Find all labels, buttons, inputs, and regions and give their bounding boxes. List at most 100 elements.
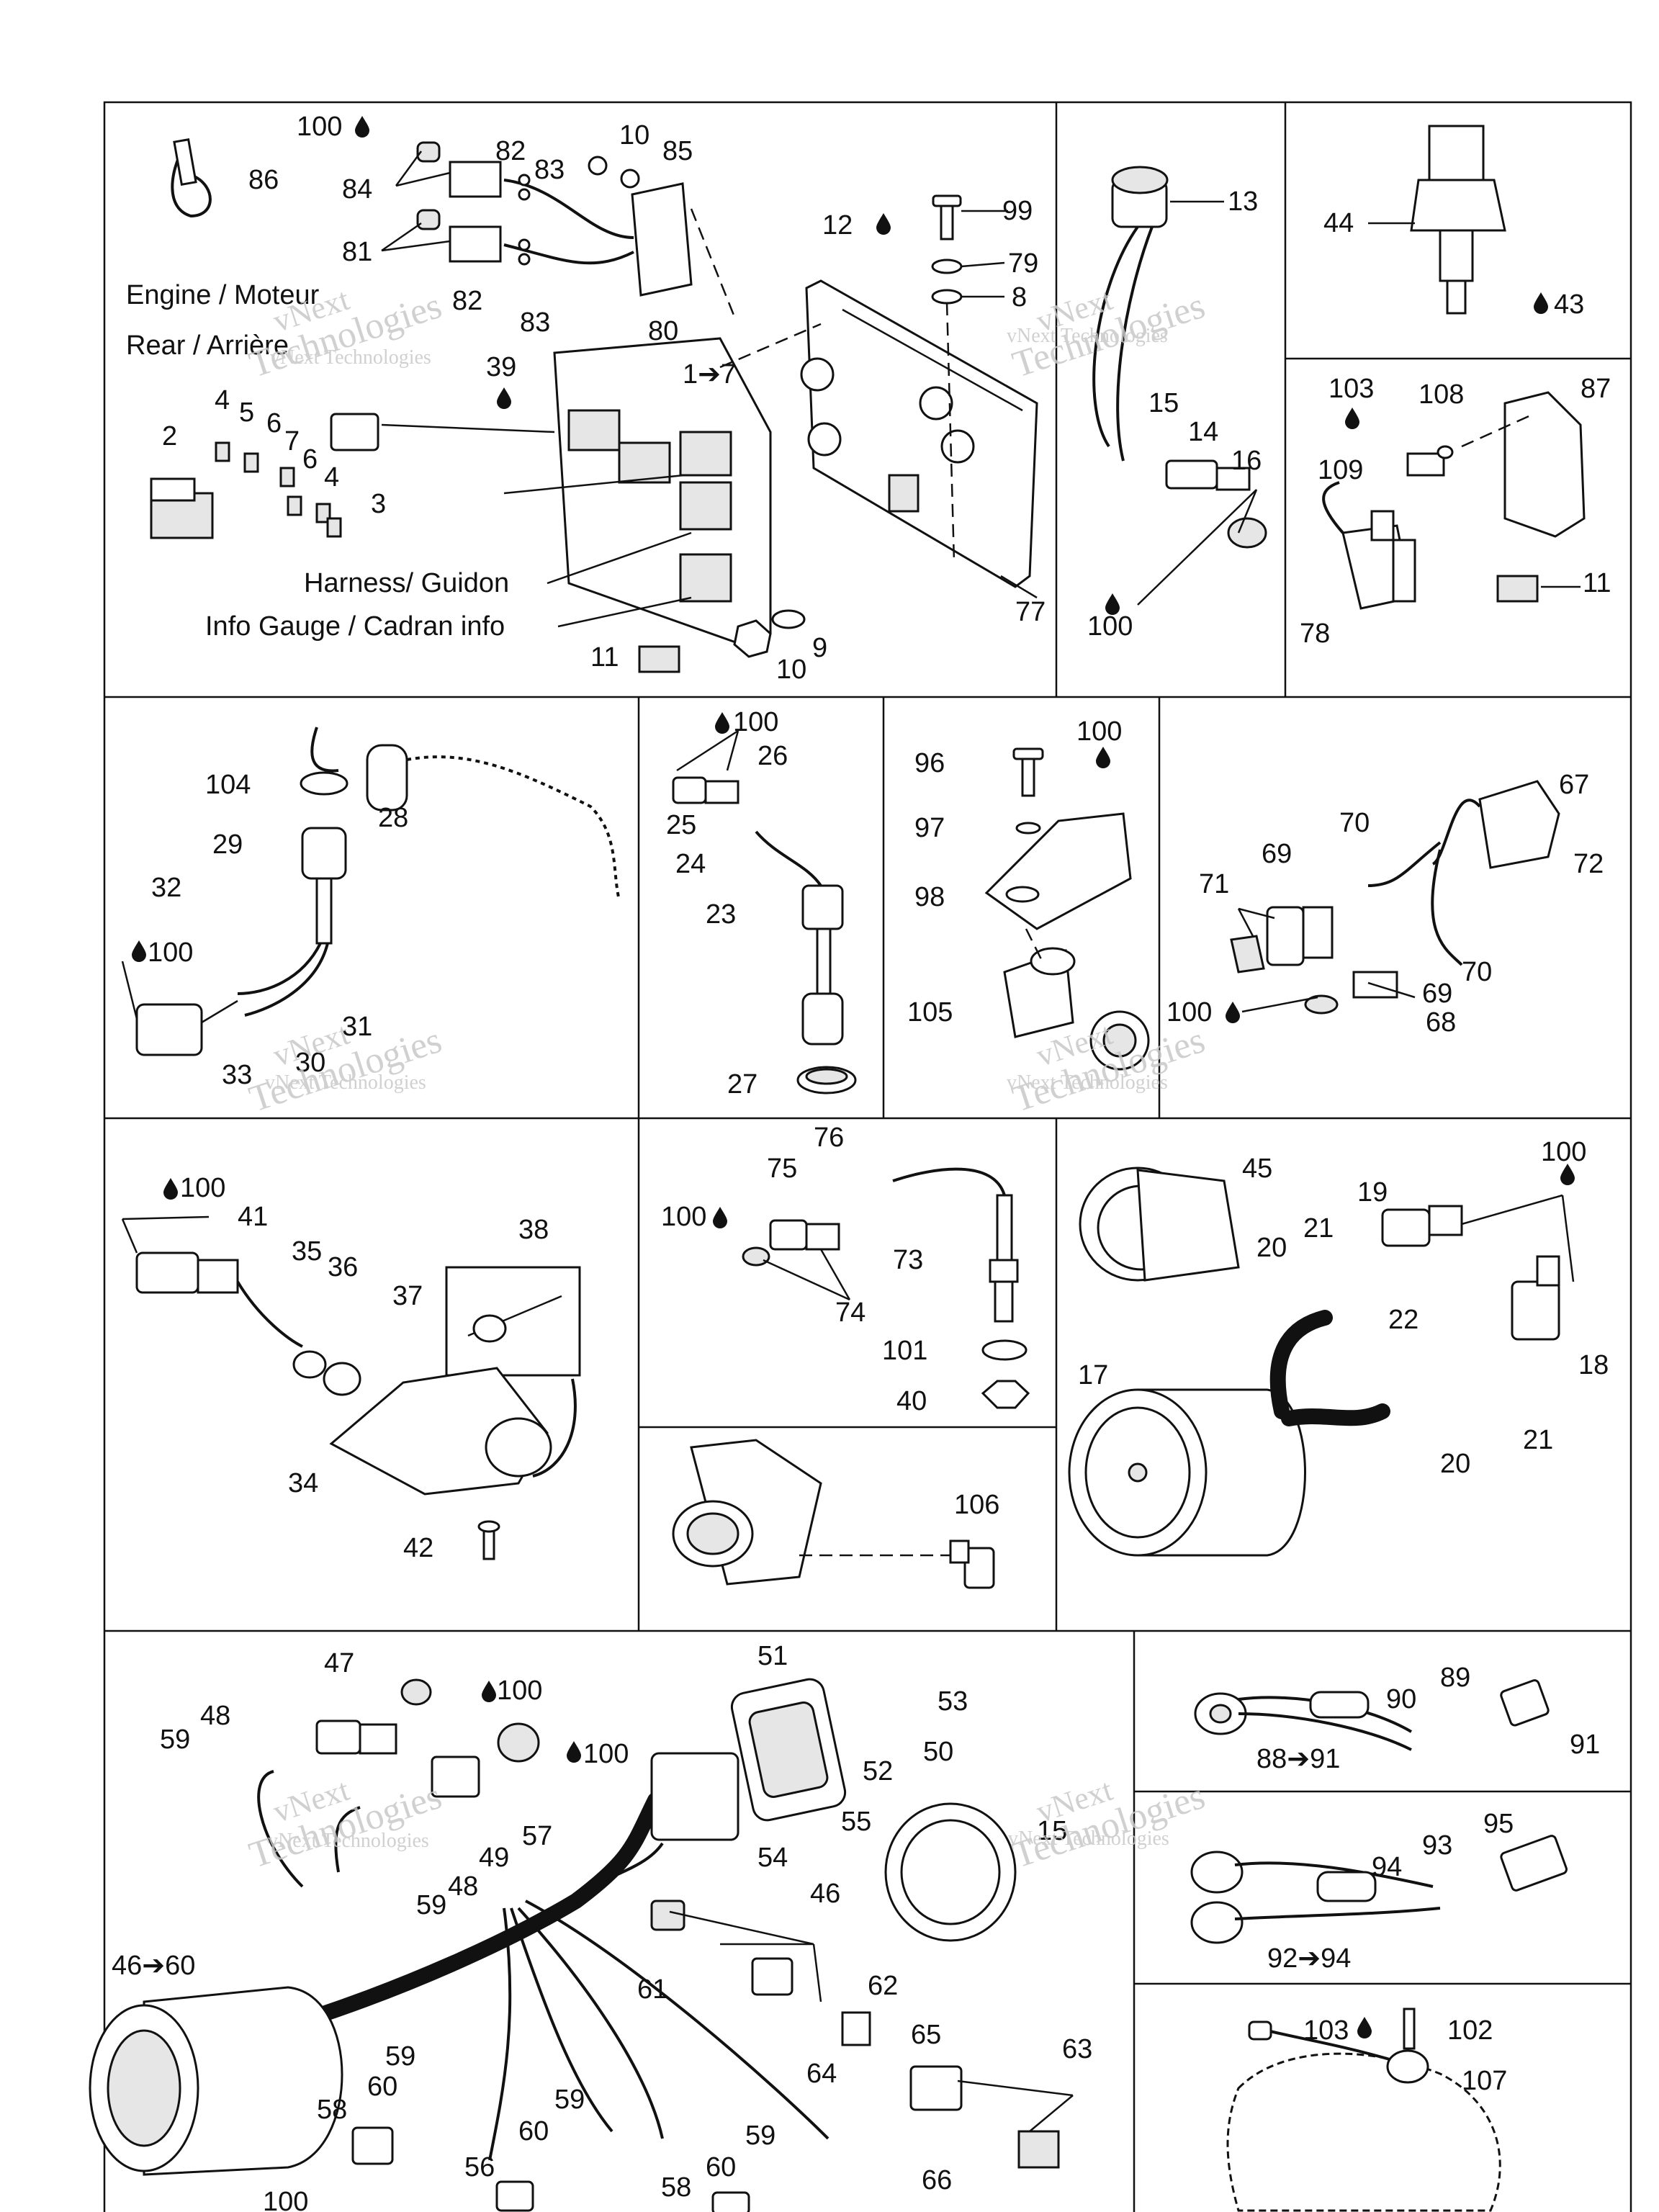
- callout-67: 67: [1559, 770, 1589, 800]
- callout-103: 103: [1303, 2015, 1349, 2046]
- elbow-panel-art: [672, 1439, 995, 1589]
- callout-60: 60: [706, 2152, 736, 2182]
- callout-108: 108: [1419, 379, 1464, 410]
- watermark-full: vNext Technologies: [268, 1830, 429, 1852]
- callout-21: 21: [1303, 1213, 1334, 1244]
- callout-33: 33: [222, 1060, 252, 1090]
- callout-48: 48: [448, 1871, 478, 1902]
- callout-83: 83: [534, 155, 565, 185]
- callout-8: 8: [1012, 282, 1027, 313]
- callout-89: 89: [1440, 1663, 1470, 1693]
- callout-100: 100: [1166, 997, 1212, 1028]
- callout-25: 25: [666, 810, 696, 840]
- callout-68: 68: [1426, 1007, 1456, 1038]
- callout-49: 49: [479, 1843, 509, 1873]
- watermark-full: vNext Technologies: [1008, 1827, 1169, 1850]
- callout-86: 86: [248, 165, 279, 195]
- callout-48: 48: [200, 1701, 230, 1731]
- callout-35: 35: [292, 1236, 322, 1267]
- callout-59: 59: [385, 2041, 415, 2072]
- callout-20: 20: [1440, 1449, 1470, 1479]
- callout-82: 82: [452, 286, 482, 316]
- callout-19: 19: [1357, 1177, 1388, 1208]
- watermark-full: vNext Technologies: [270, 346, 431, 369]
- callout-100: 100: [263, 2187, 308, 2212]
- callout-36: 36: [328, 1252, 358, 1282]
- callout-12: 12: [822, 210, 853, 240]
- callout-79: 79: [1008, 248, 1038, 279]
- callout-11: 11: [1583, 568, 1611, 598]
- callout-40: 40: [896, 1386, 927, 1416]
- callout-17: 17: [1078, 1360, 1108, 1390]
- callout-100: 100: [733, 707, 778, 737]
- callout-57: 57: [522, 1821, 552, 1851]
- callout-7: 7: [284, 426, 300, 457]
- callout-53: 53: [938, 1686, 968, 1717]
- callout-59: 59: [554, 2085, 585, 2115]
- callout-69: 69: [1422, 979, 1452, 1009]
- callout-100: 100: [1076, 716, 1122, 747]
- callout-4: 4: [324, 462, 339, 493]
- callout-85: 85: [662, 136, 693, 166]
- callout-81: 81: [342, 237, 372, 267]
- callout-59: 59: [416, 1890, 446, 1920]
- callout-82: 82: [495, 136, 526, 166]
- callout-78: 78: [1300, 619, 1330, 649]
- callout-65: 65: [911, 2020, 941, 2050]
- callout-26: 26: [757, 741, 788, 771]
- callout-22: 22: [1388, 1305, 1419, 1335]
- callout-102: 102: [1447, 2015, 1493, 2046]
- callout-32: 32: [151, 873, 181, 903]
- callout-100: 100: [180, 1173, 225, 1203]
- callout-100: 100: [148, 938, 193, 968]
- callout-38: 38: [518, 1215, 549, 1245]
- callout-95: 95: [1483, 1809, 1514, 1839]
- callout-96: 96: [914, 748, 945, 778]
- callout-2: 2: [162, 421, 177, 451]
- callout-30: 30: [295, 1048, 325, 1078]
- callout-56: 56: [464, 2152, 495, 2182]
- harness-92-94-art: [1190, 1835, 1568, 1944]
- callout-47: 47: [324, 1648, 354, 1678]
- callout-21: 21: [1523, 1425, 1553, 1455]
- callout-44: 44: [1323, 208, 1354, 238]
- callout-10: 10: [619, 120, 649, 150]
- callout-43: 43: [1554, 289, 1584, 320]
- temp-probe-panel-art: [742, 1167, 1030, 1409]
- watermark-full: vNext Technologies: [265, 1071, 426, 1094]
- gauge-17-panel-art: [1068, 1166, 1575, 1557]
- callout-15: 15: [1037, 1816, 1067, 1846]
- callout-74: 74: [835, 1298, 866, 1328]
- callout-73: 73: [893, 1245, 923, 1275]
- module-67-panel-art: [1230, 780, 1560, 1015]
- callout-58: 58: [317, 2095, 347, 2125]
- callout-60: 60: [367, 2072, 397, 2102]
- callout-75: 75: [767, 1154, 797, 1184]
- callout-9: 9: [812, 633, 827, 663]
- callout-1-7: 1➔7: [683, 359, 736, 390]
- callout-69: 69: [1262, 839, 1292, 869]
- panel-frames: [103, 101, 1632, 2212]
- callout-80: 80: [648, 316, 678, 346]
- callout-labels: 100 86 84 82 83 10 85 81 82 83 80 39 1➔7…: [112, 112, 1611, 2212]
- callout-6: 6: [302, 444, 318, 475]
- callout-66: 66: [922, 2165, 952, 2195]
- callout-10: 10: [776, 655, 806, 685]
- callout-107: 107: [1462, 2066, 1507, 2096]
- callout-100: 100: [1541, 1137, 1586, 1167]
- callout-29: 29: [212, 830, 243, 860]
- callout-11: 11: [590, 642, 619, 673]
- callout-60: 60: [518, 2116, 549, 2146]
- callout-59: 59: [745, 2121, 775, 2151]
- caption-engine: Engine / Moteur: [126, 280, 320, 310]
- callout-63: 63: [1062, 2034, 1092, 2064]
- harness-88-91-art: [1194, 1679, 1550, 1751]
- caption-info-gauge: Info Gauge / Cadran info: [205, 611, 505, 642]
- callout-52: 52: [863, 1756, 893, 1786]
- callout-62: 62: [868, 1971, 898, 2001]
- callout-106: 106: [954, 1490, 999, 1520]
- callout-59: 59: [160, 1725, 190, 1755]
- callout-18: 18: [1578, 1350, 1609, 1380]
- watermark-full: vNext Technologies: [1007, 1071, 1168, 1094]
